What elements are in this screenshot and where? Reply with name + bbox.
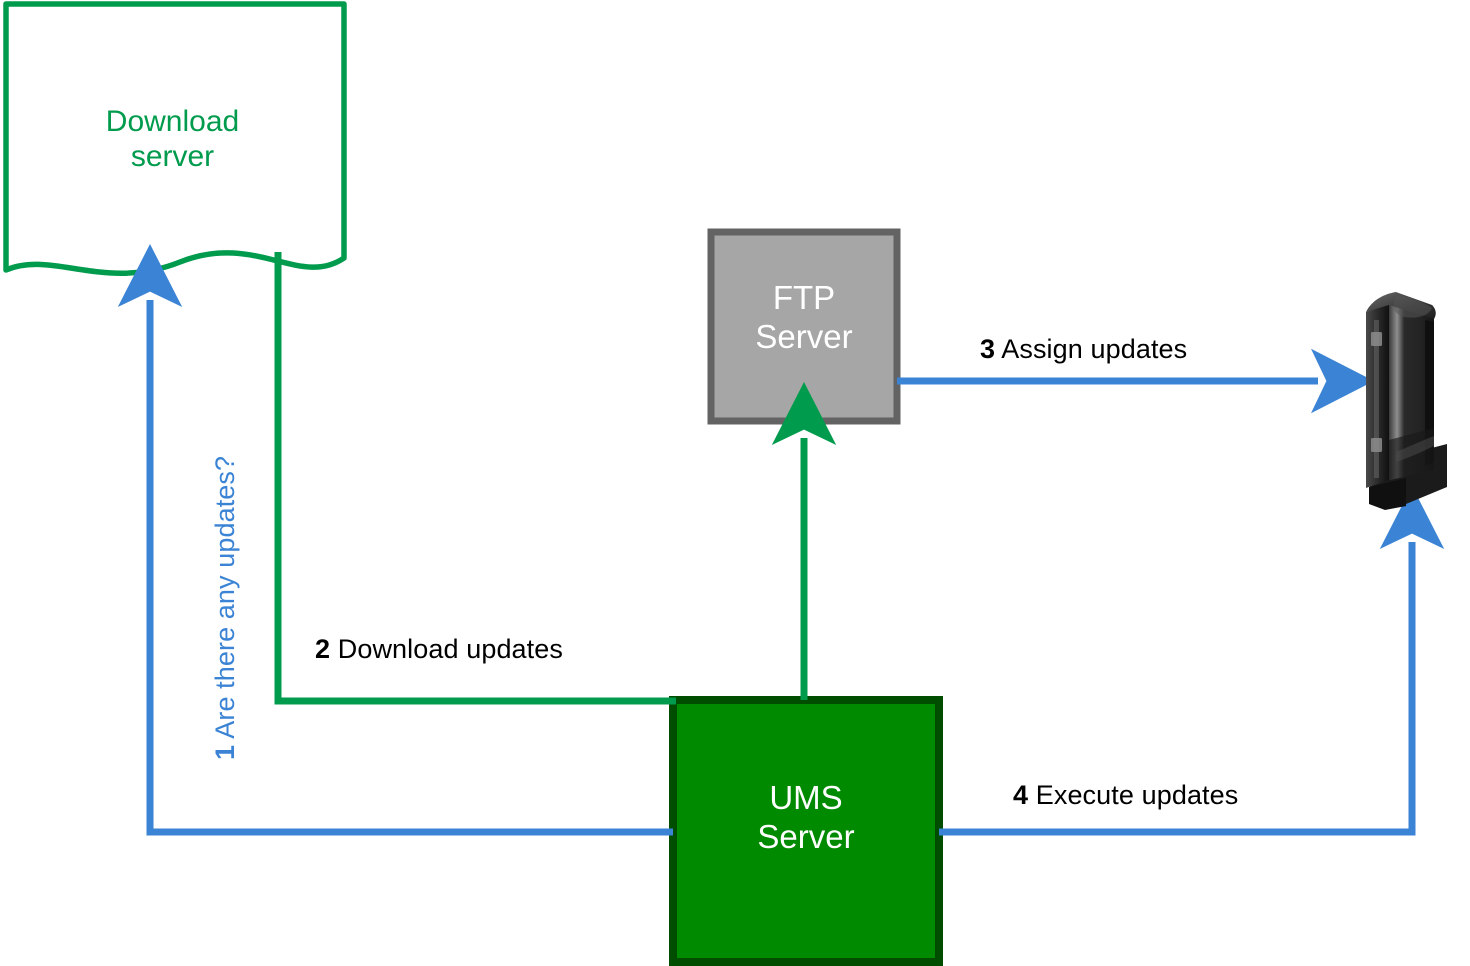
edge-4-execute-updates xyxy=(939,486,1445,836)
edge-1-label: 1 Are there any updates? xyxy=(210,456,241,760)
edge-2-download-updates xyxy=(274,252,676,705)
edge-4-number: 4 xyxy=(1013,780,1029,810)
edge-4-text: Execute updates xyxy=(1035,780,1239,810)
edge-1-are-there-any-updates xyxy=(117,244,673,836)
ftp-server-box xyxy=(707,228,901,425)
edge-1-number: 1 xyxy=(210,744,240,760)
ums-server-box xyxy=(669,696,943,966)
edge-3-number: 3 xyxy=(980,334,996,364)
edge-4-label: 4 Execute updates xyxy=(1013,780,1238,811)
edge-2-text: Download updates xyxy=(337,634,563,664)
thin-client-device-icon xyxy=(1366,292,1447,510)
edge-1-text: Are there any updates? xyxy=(210,455,240,739)
edge-2-number: 2 xyxy=(315,634,331,664)
download-server-shape xyxy=(3,1,347,276)
edge-3-label: 3 Assign updates xyxy=(980,334,1187,365)
edge-2-label: 2 Download updates xyxy=(315,634,563,665)
edge-3-text: Assign updates xyxy=(1001,334,1188,364)
